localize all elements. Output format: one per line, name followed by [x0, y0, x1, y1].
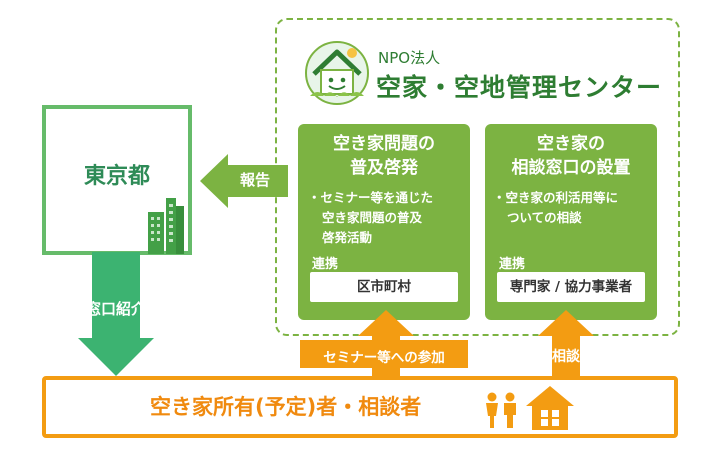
owner-label: 空き家所有(予定)者・相談者 [150, 395, 422, 419]
consultation-title-line1: 空き家の [537, 134, 605, 154]
house-icon [526, 386, 574, 430]
awareness-bullet-line1: ・セミナー等を通じた [308, 190, 434, 205]
report-arrow [200, 154, 288, 208]
npo-name: 空家・空地管理センター [376, 73, 663, 102]
tokyo-label: 東京都 [83, 164, 150, 189]
house-mascot-logo-icon [305, 41, 369, 105]
awareness-title-line2: 普及啓発 [350, 158, 418, 178]
consultation-box: 空き家の 相談窓口の設置 ・空き家の利活用等に ついての相談 連携 専門家 / … [485, 124, 657, 320]
consultation-partner: 専門家 / 協力事業者 [495, 270, 647, 304]
consult-arrow [538, 310, 594, 382]
consult-label: 相談 [552, 349, 580, 365]
referral-arrow [78, 252, 154, 376]
awareness-title-line1: 空き家問題の [333, 134, 435, 154]
owner-bar [42, 376, 678, 438]
awareness-partner-tag: 連携 [312, 257, 339, 272]
seminar-label: セミナー等への参加 [323, 350, 445, 366]
office-building-icon [148, 198, 184, 254]
consultation-bullet-line1: ・空き家の利活用等に [493, 190, 619, 205]
npo-kind: NPO法人 [378, 49, 441, 67]
awareness-bullet-line3: 啓発活動 [322, 230, 373, 245]
awareness-bullet-line2: 空き家問題の普及 [322, 210, 423, 225]
awareness-partner: 区市町村 [308, 270, 460, 304]
referral-label: 窓口紹介 [85, 300, 146, 318]
consultation-partner-tag: 連携 [499, 257, 526, 272]
consultation-bullet-line2: ついての相談 [507, 210, 582, 225]
awareness-box: 空き家問題の 普及啓発 ・セミナー等を通じた 空き家問題の普及 啓発活動 連携 … [298, 124, 470, 320]
seminar-label-bg [300, 340, 468, 368]
consultation-title-line2: 相談窓口の設置 [511, 158, 631, 178]
report-label: 報告 [239, 171, 270, 189]
people-icon [486, 392, 516, 428]
